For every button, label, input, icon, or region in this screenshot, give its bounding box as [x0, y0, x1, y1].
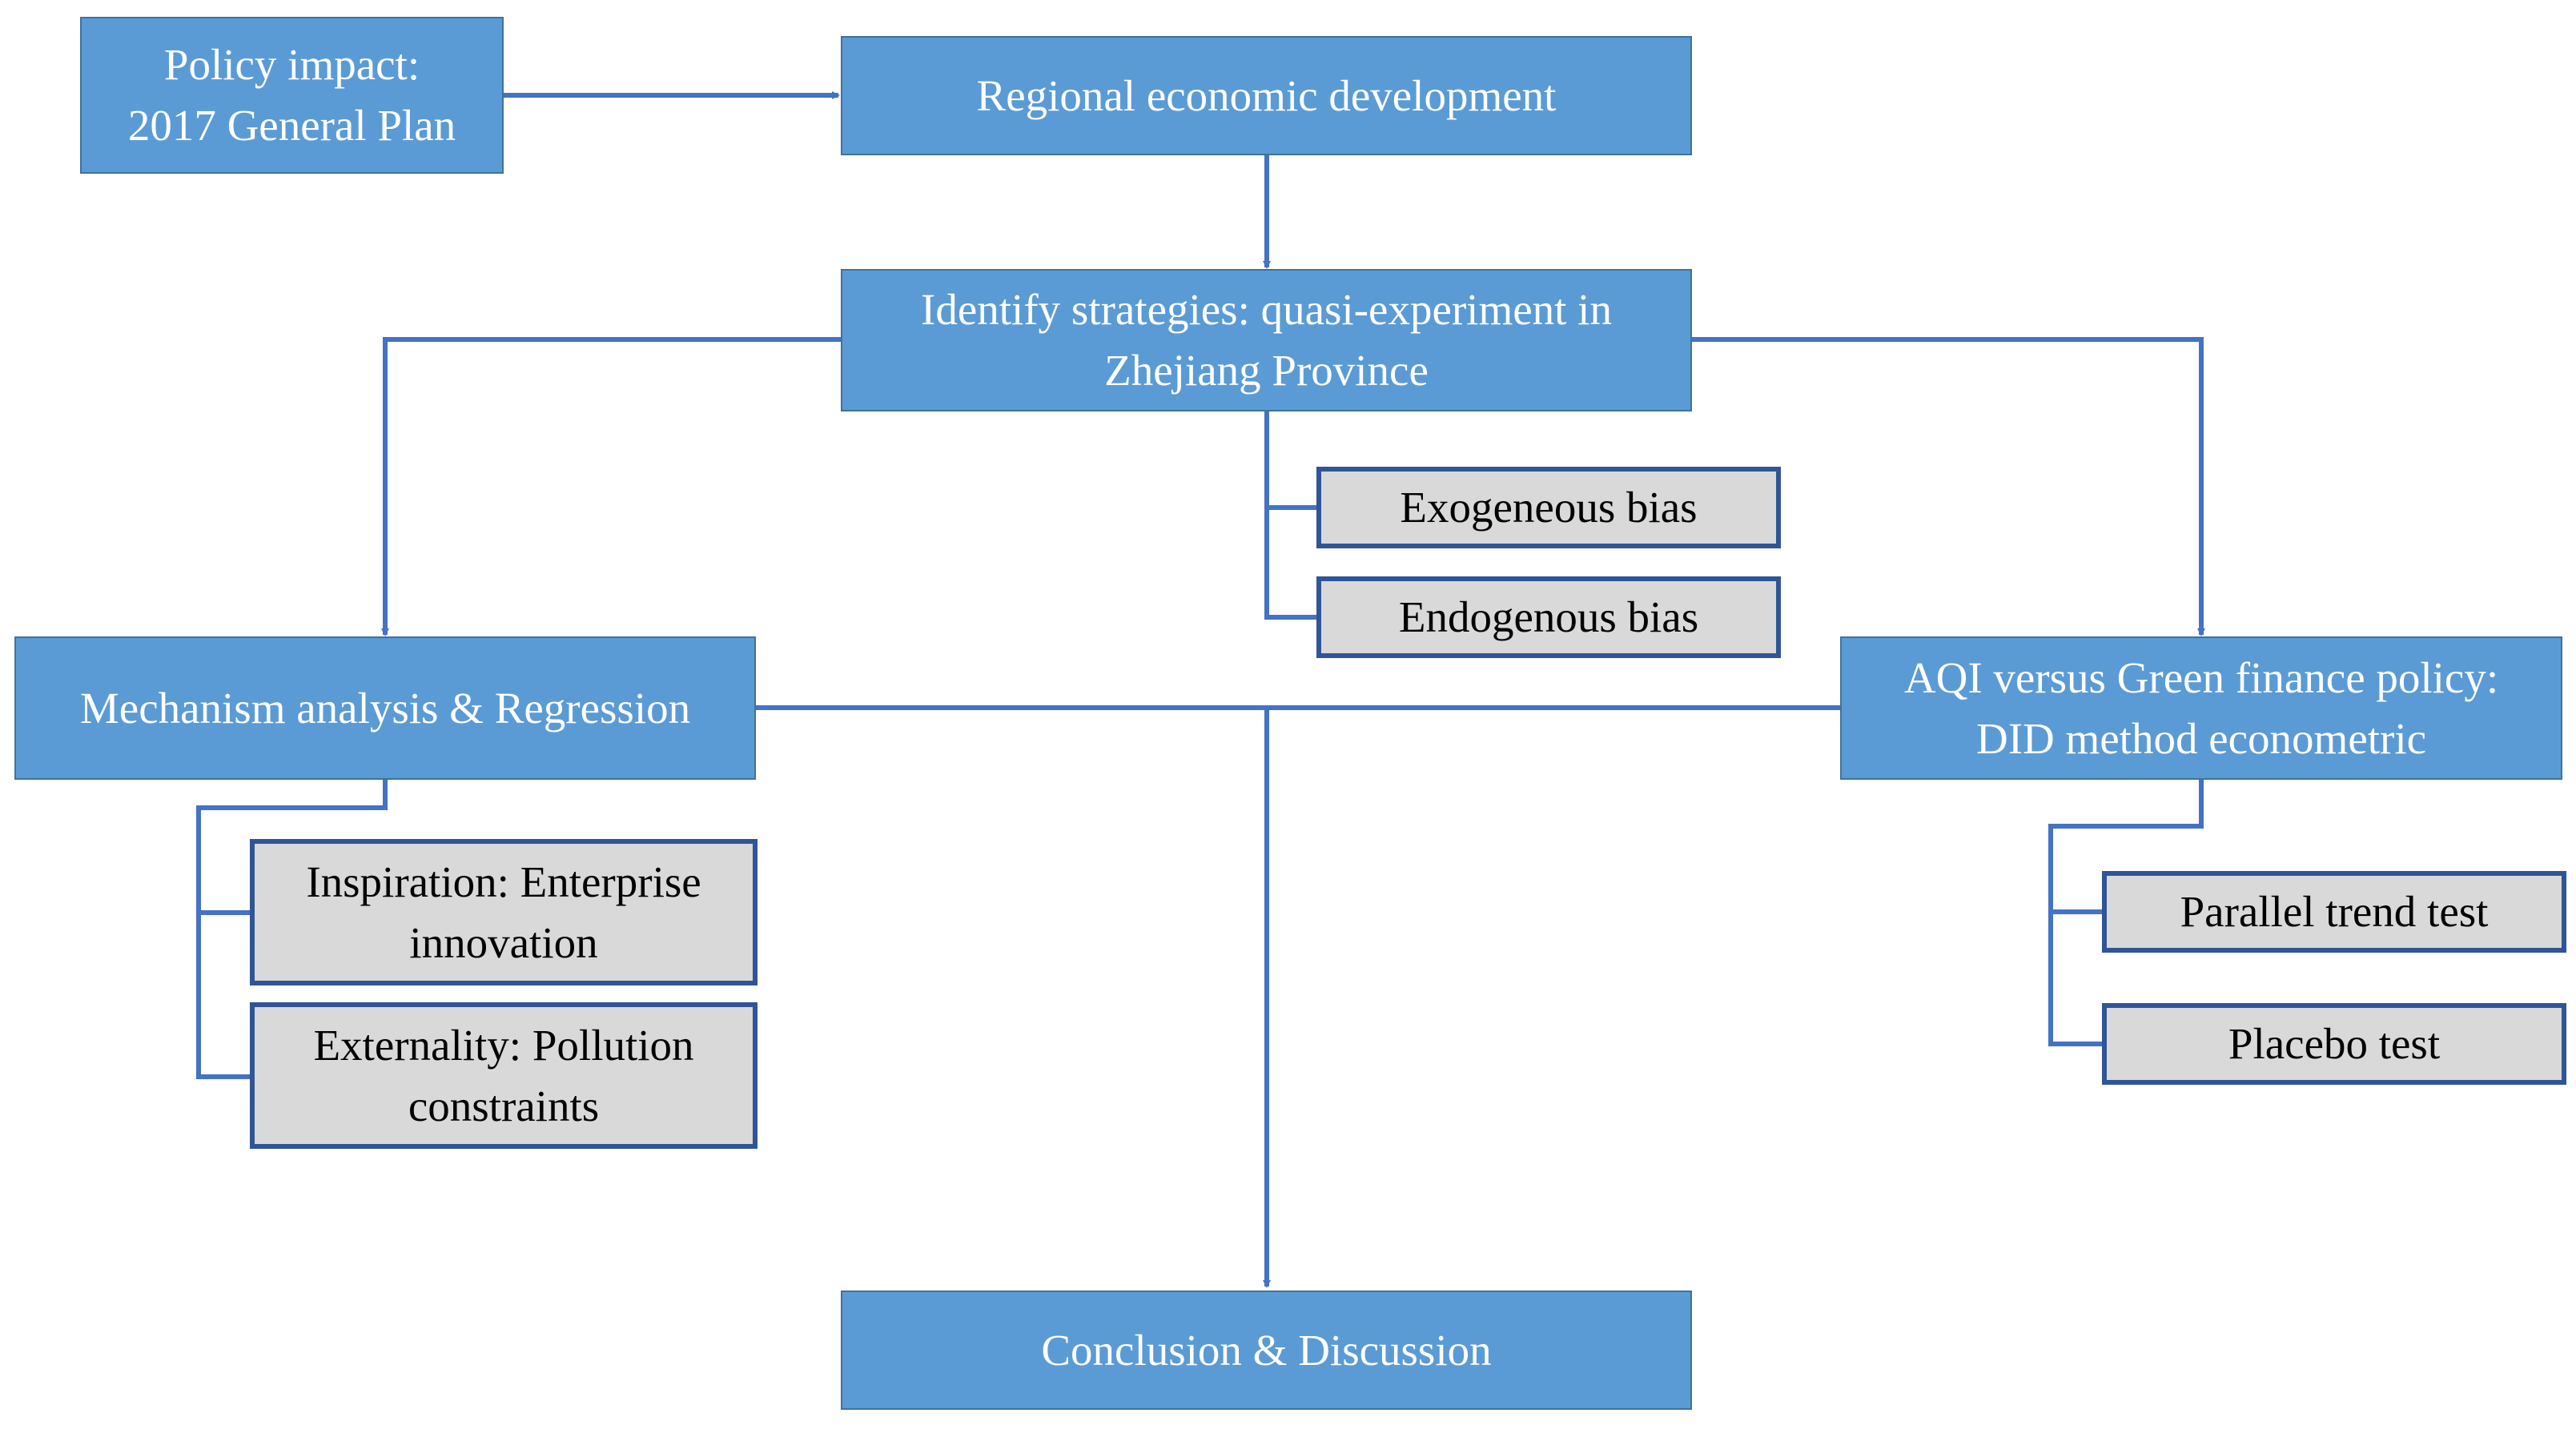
- connector-aqi-to-parallel-trend: [2048, 780, 2204, 914]
- aqi-green-finance-box: AQI versus Green finance policy: DID met…: [1840, 636, 2562, 780]
- connector-identify-to-exogeneous-bias: [1264, 411, 1316, 510]
- conclusion-label: Conclusion & Discussion: [1041, 1325, 1492, 1375]
- arrow-identify-to-aqi: [1692, 337, 2205, 636]
- aqi-green-finance-line1: AQI versus Green finance policy:: [1903, 652, 2499, 702]
- connector-mechanism-to-externality: [196, 913, 250, 1079]
- mechanism-analysis-label: Mechanism analysis & Regression: [79, 683, 691, 733]
- placebo-test-label: Placebo test: [2228, 1019, 2441, 1068]
- policy-impact-line1: Policy impact:: [163, 40, 420, 89]
- endogenous-bias-box: Endogenous bias: [1316, 576, 1781, 658]
- parallel-trend-test-box: Parallel trend test: [2102, 871, 2566, 953]
- externality-box: Externality: Pollution constraints: [250, 1002, 758, 1149]
- inspiration-box: Inspiration: Enterprise innovation: [250, 839, 758, 985]
- endogenous-bias-label: Endogenous bias: [1398, 592, 1699, 641]
- mechanism-analysis-box: Mechanism analysis & Regression: [14, 636, 756, 780]
- connector-aqi-to-placebo: [2048, 912, 2102, 1046]
- identify-strategies-line2: Zhejiang Province: [1104, 346, 1429, 395]
- arrow-identify-to-mechanism: [381, 337, 841, 636]
- identify-strategies-line1: Identify strategies: quasi-experiment in: [921, 285, 1612, 334]
- exogeneous-bias-label: Exogeneous bias: [1400, 483, 1698, 532]
- connector-mechanism-to-inspiration: [196, 780, 388, 915]
- placebo-test-box: Placebo test: [2102, 1003, 2566, 1085]
- regional-development-box: Regional economic development: [841, 36, 1692, 155]
- regional-development-label: Regional economic development: [976, 70, 1557, 120]
- identify-strategies-box: Identify strategies: quasi-experiment in…: [841, 269, 1692, 411]
- parallel-trend-test-label: Parallel trend test: [2180, 887, 2489, 936]
- externality-line1: Externality: Pollution: [313, 1020, 694, 1070]
- exogeneous-bias-box: Exogeneous bias: [1316, 467, 1781, 548]
- policy-impact-line2: 2017 General Plan: [127, 101, 456, 150]
- inspiration-line2: innovation: [409, 917, 598, 967]
- policy-impact-box: Policy impact: 2017 General Plan: [80, 17, 504, 174]
- aqi-green-finance-line2: DID method econometric: [1975, 713, 2427, 763]
- externality-line2: constraints: [408, 1081, 600, 1130]
- conclusion-box: Conclusion & Discussion: [841, 1291, 1692, 1410]
- connector-identify-to-endogenous-bias: [1264, 508, 1316, 620]
- inspiration-line1: Inspiration: Enterprise: [306, 857, 701, 906]
